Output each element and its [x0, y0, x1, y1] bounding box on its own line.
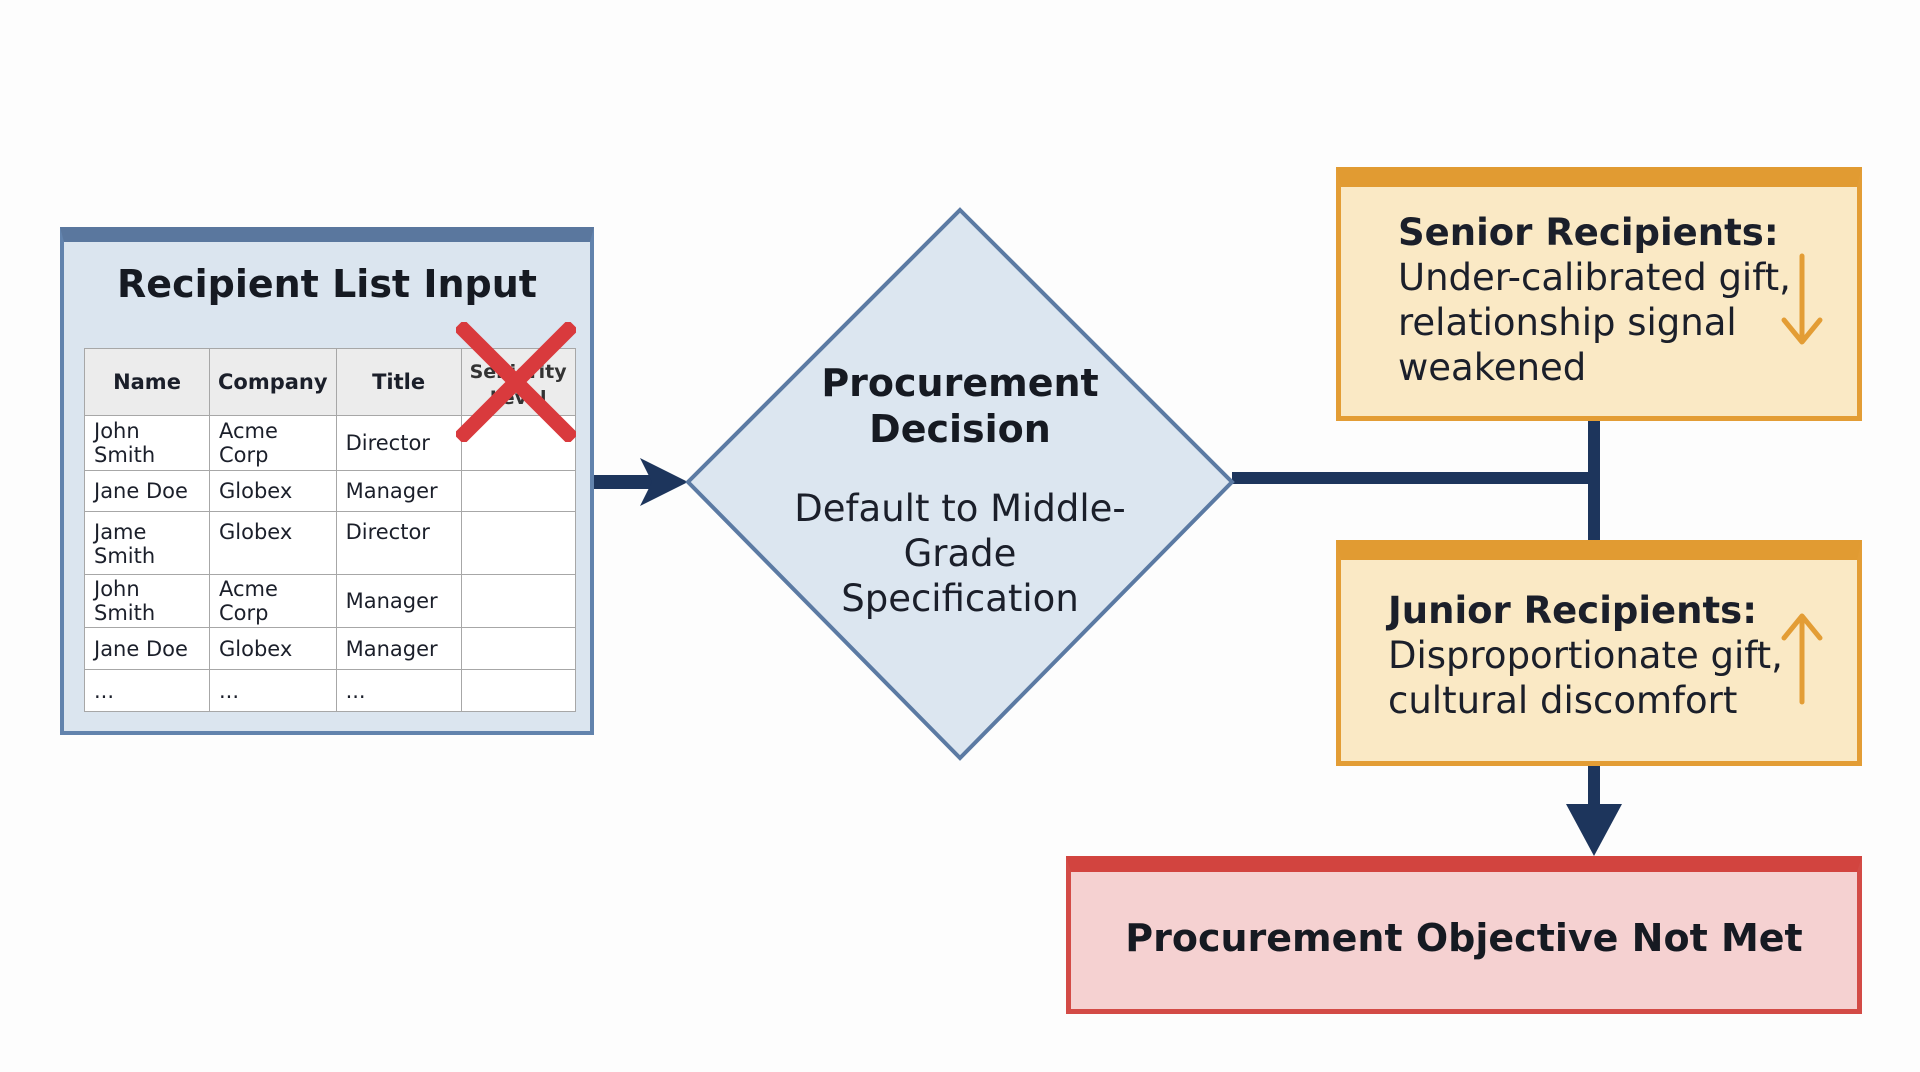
recipient-table: Name Company Title Seniority Level John … — [84, 348, 576, 712]
senior-outcome-box — [1336, 167, 1862, 421]
arrow-down-icon — [1781, 253, 1823, 345]
table-cell-company: Acme Corp — [209, 574, 337, 628]
table-cell-company: Globex — [209, 470, 337, 512]
table-row: Jane Doe Globex Manager — [84, 627, 576, 670]
table-cell-title: Director — [335, 511, 462, 575]
table-cell-name: Jane Doe — [84, 470, 210, 512]
table-cell-title: ... — [335, 669, 462, 712]
column-header-name: Name — [84, 348, 210, 416]
cross-out-icon — [456, 322, 576, 442]
junior-outcome-heading: Junior Recipients: — [1388, 589, 1757, 632]
table-header-row: Name Company Title Seniority Level — [84, 348, 576, 416]
table-cell-name: Jame Smith — [84, 511, 210, 575]
junior-outcome-text: Junior Recipients: Disproportionate gift… — [1388, 588, 1788, 723]
table-cell-seniority — [460, 574, 576, 628]
table-cell-title: Manager — [335, 627, 462, 670]
junior-outcome-description: Disproportionate gift, cultural discomfo… — [1388, 634, 1783, 722]
column-header-company: Company — [209, 348, 337, 416]
table-cell-name: John Smith — [84, 574, 210, 628]
senior-outcome-description: Under-calibrated gift, relationship sign… — [1398, 256, 1791, 389]
arrow-up-icon — [1781, 613, 1823, 705]
table-cell-title: Manager — [335, 574, 462, 628]
recipient-list-title: Recipient List Input — [117, 262, 537, 306]
table-cell-title: Director — [335, 415, 462, 471]
senior-outcome-text: Senior Recipients: Under-calibrated gift… — [1398, 210, 1798, 390]
table-cell-name: Jane Doe — [84, 627, 210, 670]
senior-outcome-heading: Senior Recipients: — [1398, 211, 1779, 254]
table-cell-name: ... — [84, 669, 210, 712]
table-cell-seniority — [460, 669, 576, 712]
table-row: Jame Smith Globex Director — [84, 511, 576, 575]
result-text: Procurement Objective Not Met — [1125, 916, 1803, 960]
table-row: Jane Doe Globex Manager — [84, 470, 576, 512]
decision-title: Procurement Decision — [821, 361, 1099, 451]
table-cell-seniority — [460, 511, 576, 575]
junior-outcome-box — [1336, 540, 1862, 766]
table-cell-title: Manager — [335, 470, 462, 512]
table-row: ... ... ... — [84, 669, 576, 712]
table-cell-seniority — [460, 470, 576, 512]
table-row: John Smith Acme Corp Manager — [84, 574, 576, 628]
result-box — [1066, 856, 1862, 1014]
table-cell-company: ... — [209, 669, 337, 712]
column-header-title: Title — [335, 348, 462, 416]
decision-body: Default to Middle-Grade Specification — [794, 487, 1126, 620]
